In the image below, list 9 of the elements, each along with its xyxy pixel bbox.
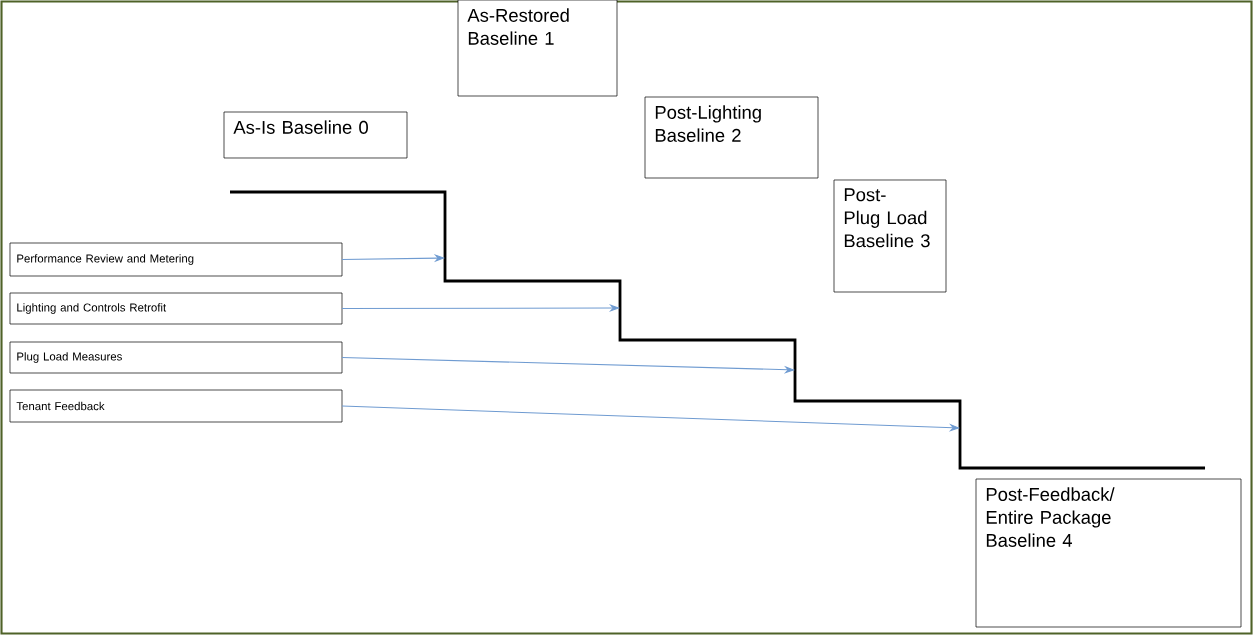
baseline-box: Post-Lighting Baseline 2 <box>644 96 819 179</box>
baseline-box: As-Is Baseline 0 <box>223 111 408 159</box>
measure-box: Lighting and Controls Retrofit <box>9 292 343 325</box>
baseline-box: Post-Feedback/ Entire Package Baseline 4 <box>975 478 1242 628</box>
baseline-box: Post-Plug Load Baseline 3 <box>833 179 947 293</box>
measure-box: Tenant Feedback <box>9 389 343 423</box>
baseline-box: As-Restored Baseline 1 <box>457 0 618 97</box>
measure-box: Plug Load Measures <box>9 341 343 374</box>
measure-box: Performance Review and Metering <box>9 242 343 277</box>
